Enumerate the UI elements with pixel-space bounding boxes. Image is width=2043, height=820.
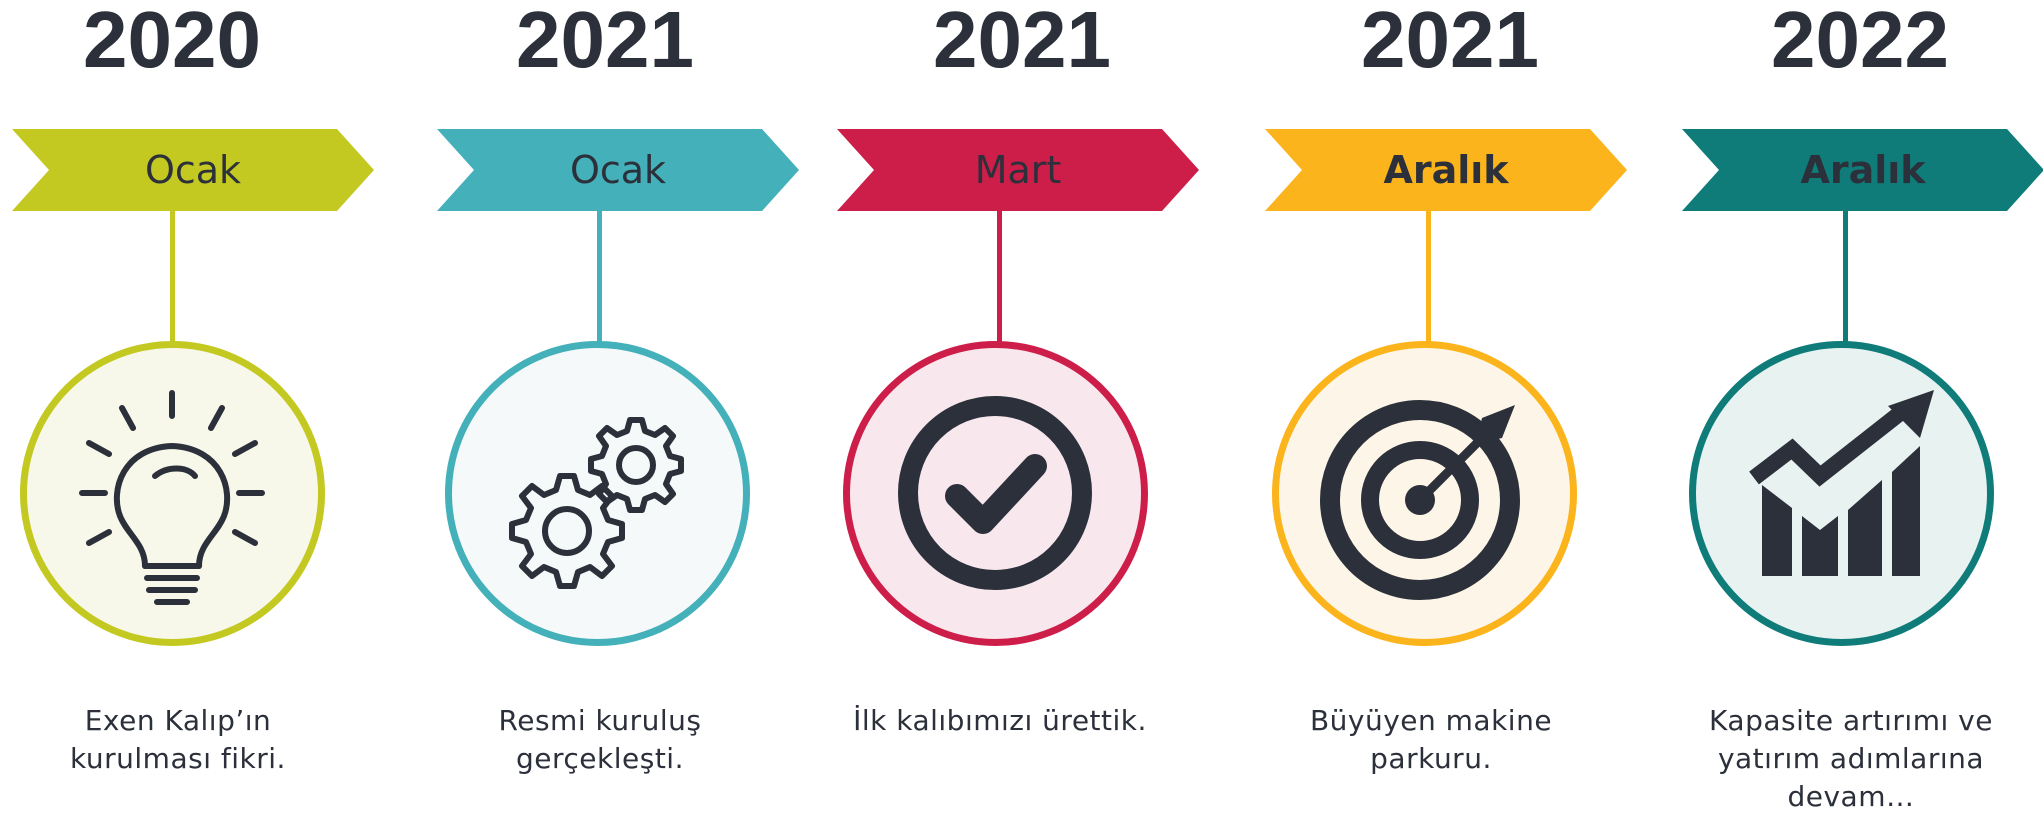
milestone-year: 2020 <box>83 0 261 84</box>
milestone-description: Resmi kuruluş gerçekleşti. <box>498 704 702 775</box>
milestone-1: 2020 Ocak Exen Kalıp’ın kurulması fikri. <box>0 0 420 820</box>
banner-arrow-shape <box>437 129 799 211</box>
milestone-description: Kapasite artırımı ve yatırım adımlarına … <box>1709 704 1993 813</box>
connector-line <box>997 209 1002 345</box>
milestone-3: 2021 Mart İlk kalıbımızı ürettik. <box>837 0 1260 820</box>
month-label: Ocak <box>569 148 667 192</box>
connector-line <box>597 209 602 345</box>
milestone-year: 2021 <box>1361 0 1539 84</box>
growth-chart-icon <box>1749 390 1934 576</box>
connector-line <box>1843 209 1848 345</box>
milestone-year: 2021 <box>516 0 694 84</box>
icon-circle <box>1689 341 1994 646</box>
milestone-year: 2021 <box>933 0 1111 84</box>
connector-line <box>170 209 175 345</box>
banner-arrow-shape <box>837 129 1199 211</box>
month-banner: Mart <box>837 129 1199 211</box>
month-label: Aralık <box>1800 148 1926 192</box>
checkmark-circle-icon <box>898 396 1092 590</box>
milestone-4: 2021 Aralık Büyüyen makine parkuru. <box>1262 0 1682 820</box>
month-banner: Ocak <box>437 129 799 211</box>
target-icon <box>1320 400 1520 600</box>
icon-circle <box>843 341 1148 646</box>
month-label: Aralık <box>1383 148 1509 192</box>
icon-circle <box>1272 341 1577 646</box>
gears-icon <box>509 417 684 589</box>
month-banner: Aralık <box>1682 129 2043 211</box>
milestone-5: 2022 Aralık Kapasite artırımı ve yatırım… <box>1680 0 2043 820</box>
month-banner: Aralık <box>1265 129 1627 211</box>
icon-circle <box>445 341 750 646</box>
month-label: Mart <box>974 148 1062 192</box>
lightbulb-icon <box>79 390 265 605</box>
banner-arrow-shape <box>12 129 374 211</box>
month-banner: Ocak <box>12 129 374 211</box>
banner-arrow-shape <box>1682 129 2043 211</box>
milestone-description: Büyüyen makine parkuru. <box>1309 704 1553 775</box>
milestone-year: 2022 <box>1771 0 1949 84</box>
connector-line <box>1426 209 1431 345</box>
milestone-2: 2021 Ocak Resmi kuruluş gerçekleşti. <box>420 0 840 820</box>
banner-arrow-shape <box>1265 129 1627 211</box>
icon-circle <box>20 341 325 646</box>
milestone-description: Exen Kalıp’ın kurulması fikri. <box>70 704 286 775</box>
milestone-description: İlk kalıbımızı ürettik. <box>853 704 1147 737</box>
month-label: Ocak <box>144 148 242 192</box>
